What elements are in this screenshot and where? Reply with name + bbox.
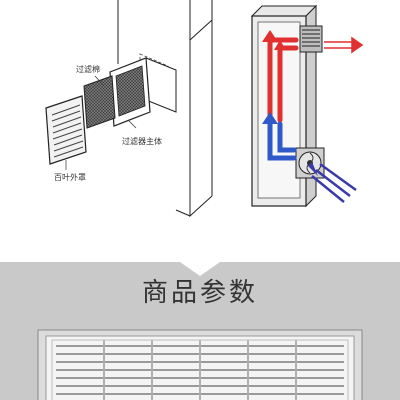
label-filter-cotton: 过滤棉 — [76, 65, 100, 74]
louver-cover-drawing — [45, 95, 87, 165]
assembly-diagram — [45, 0, 364, 218]
label-leaders — [65, 75, 137, 170]
label-filter-body: 过滤器主体 — [122, 137, 162, 146]
hot-air-arrowhead-2 — [274, 40, 286, 50]
filter-cotton-drawing — [83, 75, 116, 129]
intake-arrowhead — [308, 162, 318, 176]
section-title: 商品参数 — [141, 278, 258, 308]
cool-air-flow — [267, 121, 297, 161]
cabinet-wall-drawing — [117, 0, 213, 218]
label-louver-cover: 百叶外罩 — [54, 173, 86, 182]
filter-body-drawing — [109, 57, 151, 127]
product-photo — [37, 329, 363, 400]
exhaust-arrows — [324, 36, 364, 54]
intake-arrows — [311, 162, 357, 203]
cool-air-arrowhead — [262, 112, 278, 124]
band-notch-icon — [180, 262, 220, 276]
hot-air-arrowhead — [262, 30, 278, 42]
gasket-frame — [145, 57, 177, 113]
